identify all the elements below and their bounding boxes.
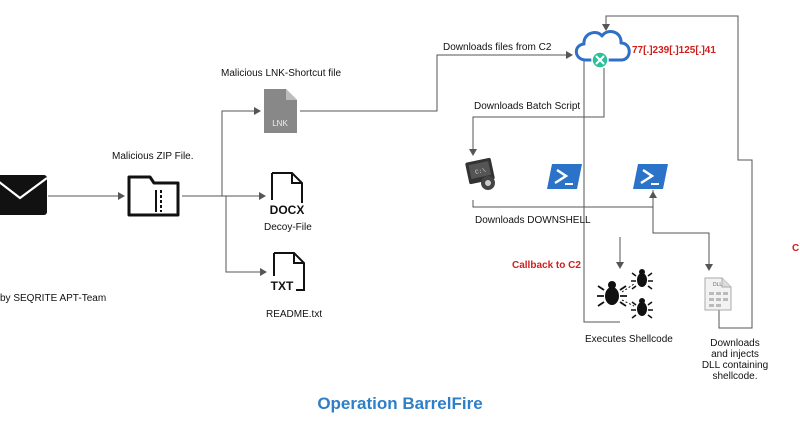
inject-label: Downloads and injects DLL containing she… (690, 338, 780, 382)
email-icon (0, 175, 48, 215)
svg-text:C:\: C:\ (474, 167, 486, 176)
edge-ps-to-dll (652, 190, 713, 271)
edge-red-label: C (792, 243, 800, 254)
powershell-icon-2 (633, 164, 668, 189)
edge-batch-downshell (472, 191, 657, 208)
docx-icon-text: DOCX (270, 203, 305, 217)
cloud-c2-icon (574, 30, 631, 69)
inject-line: Downloads (710, 338, 760, 349)
edge-lnk-to-c2 (300, 51, 573, 112)
lnk-icon-text: LNK (272, 119, 288, 128)
credit-label: by SEQRITE APT-Team (0, 293, 107, 304)
downshell-label: Downloads DOWNSHELL (475, 215, 591, 226)
dll-icon-text: DLL (713, 282, 722, 288)
edge-to-txt (225, 196, 267, 276)
lnk-file-icon (264, 89, 297, 133)
dll-file-icon (704, 277, 732, 311)
page-title: Operation BarrelFire (317, 394, 483, 413)
edge-to-lnk (221, 107, 261, 196)
inject-line: shellcode. (712, 371, 758, 382)
shellcode-bugs-icon (597, 269, 653, 319)
inject-line: and injects (711, 349, 759, 360)
downloads-c2-label: Downloads files from C2 (443, 42, 552, 53)
bug-icon (597, 281, 627, 307)
edge-c2-to-batch (469, 68, 605, 156)
bug-icon (631, 298, 653, 319)
c2-ip-label: 77[.]239[.]125[.]41 (632, 45, 716, 56)
batch-script-icon: C:\ (465, 157, 495, 190)
batch-script-label: Downloads Batch Script (474, 101, 581, 112)
decoy-label: Decoy-File (264, 222, 312, 233)
edge-loop-left (583, 44, 620, 323)
shellcode-label: Executes Shellcode (585, 334, 673, 345)
docx-file-icon (271, 172, 303, 203)
inject-line: DLL containing (701, 360, 769, 371)
callback-label: Callback to C2 (512, 260, 581, 271)
zip-folder-icon (127, 175, 180, 217)
readme-label: README.txt (266, 309, 323, 320)
connectors (48, 15, 753, 329)
zip-label: Malicious ZIP File. (112, 151, 194, 162)
lnk-label: Malicious LNK-Shortcut file (221, 68, 342, 79)
txt-file-icon (273, 252, 305, 291)
edge-dll-loop (602, 15, 753, 329)
txt-icon-text: TXT (271, 279, 294, 293)
powershell-icon-1 (547, 164, 582, 189)
bug-icon (631, 269, 653, 290)
